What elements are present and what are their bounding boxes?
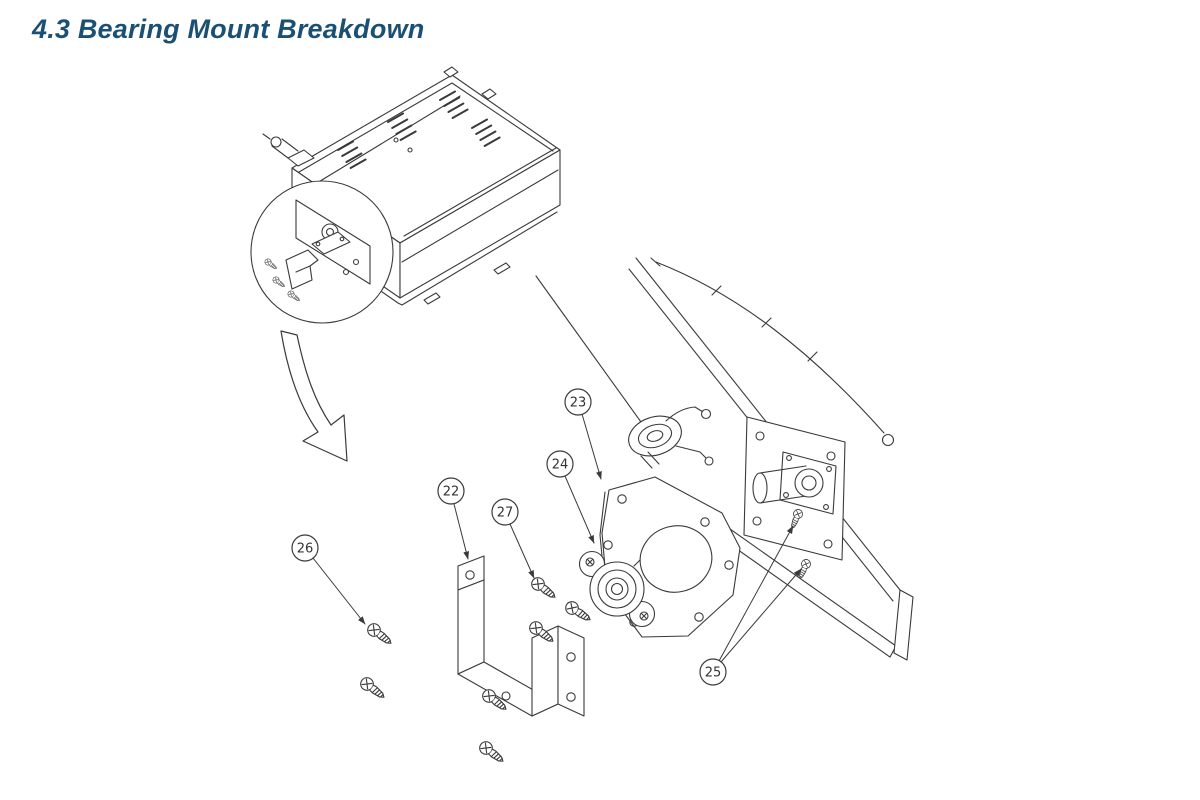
callout-26: 26	[291, 534, 319, 562]
zoom-arrow	[280, 330, 348, 462]
frame-plate-assembly	[743, 416, 846, 561]
page-title: 4.3 Bearing Mount Breakdown	[32, 14, 425, 44]
callouts: 22 23 24 25 26 27	[291, 388, 727, 686]
callout-number-25: 25	[705, 666, 722, 681]
part-mount-bracket	[457, 555, 585, 717]
callout-balloon-24	[546, 450, 574, 478]
leader-lines	[312, 413, 802, 663]
hitch-fitting	[262, 133, 315, 167]
callout-23: 23	[564, 388, 592, 416]
clamp-reference-line	[535, 275, 647, 430]
detail-balloon	[250, 180, 394, 324]
callout-balloon-23	[564, 388, 592, 416]
callout-number-26: 26	[297, 542, 314, 557]
part-flange-bearing	[578, 550, 656, 628]
callout-number-27: 27	[497, 506, 514, 521]
callout-25: 25	[699, 658, 727, 686]
callout-number-24: 24	[552, 458, 569, 473]
callout-22: 22	[437, 477, 465, 505]
callout-number-22: 22	[443, 485, 460, 500]
callout-balloon-25	[699, 658, 727, 686]
callout-number-23: 23	[570, 396, 587, 411]
tension-rod	[650, 257, 895, 447]
callout-balloon-22	[437, 477, 465, 505]
callout-balloon-26	[291, 534, 319, 562]
callout-27: 27	[491, 498, 519, 526]
vent-slots	[337, 90, 501, 169]
callout-balloon-27	[491, 498, 519, 526]
callout-24: 24	[546, 450, 574, 478]
part-shaft-clamp	[628, 406, 714, 469]
